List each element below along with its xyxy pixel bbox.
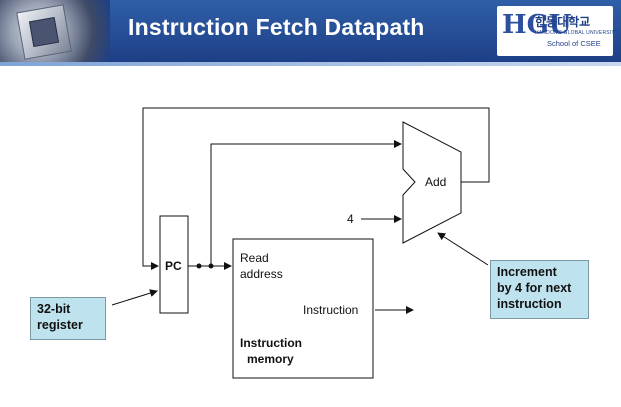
logo-korean-name: 한동대학교 [535, 15, 591, 29]
register-callout-line2: register [37, 318, 83, 332]
increment-callout-line1: Increment [497, 265, 557, 279]
pc-to-adder-wire [210, 140, 402, 266]
slide-header: Instruction Fetch Datapath HGU 한동대학교 HAN… [0, 0, 621, 62]
read-address-label-1: Read [240, 251, 269, 265]
adder-unit [402, 121, 462, 244]
logo-mark: HGU [502, 10, 572, 40]
memory-name-line1: Instruction [240, 336, 302, 350]
instruction-memory-block [232, 238, 374, 379]
memory-name-line2: memory [247, 352, 294, 366]
chip-image [0, 0, 110, 62]
junction-dot-2 [208, 263, 214, 269]
logo-department: School of CSEE [547, 39, 601, 48]
adder-label: Add [425, 175, 446, 189]
university-logo: HGU 한동대학교 HANDONG GLOBAL UNIVERSITY Scho… [497, 6, 618, 56]
increment-callout-line3: instruction [497, 297, 562, 311]
instruction-output-label: Instruction [303, 303, 358, 317]
read-address-label-2: address [240, 267, 283, 281]
register-callout-line1: 32-bit [37, 302, 71, 316]
logo-english-name: HANDONG GLOBAL UNIVERSITY [535, 30, 619, 36]
increment-callout-pointer [437, 232, 489, 266]
register-callout-pointer [111, 289, 158, 306]
page-title: Instruction Fetch Datapath [128, 14, 425, 40]
feedback-wire [142, 107, 490, 270]
increment-callout: Increment by 4 for next instruction [490, 260, 589, 319]
pc-register [159, 215, 189, 314]
adder-constant: 4 [347, 212, 354, 226]
increment-callout-line2: by 4 for next [497, 281, 572, 295]
header-stripe [0, 62, 621, 66]
pc-label: PC [165, 259, 182, 273]
junction-dot-1 [196, 263, 202, 269]
register-callout: 32-bit register [30, 297, 106, 340]
